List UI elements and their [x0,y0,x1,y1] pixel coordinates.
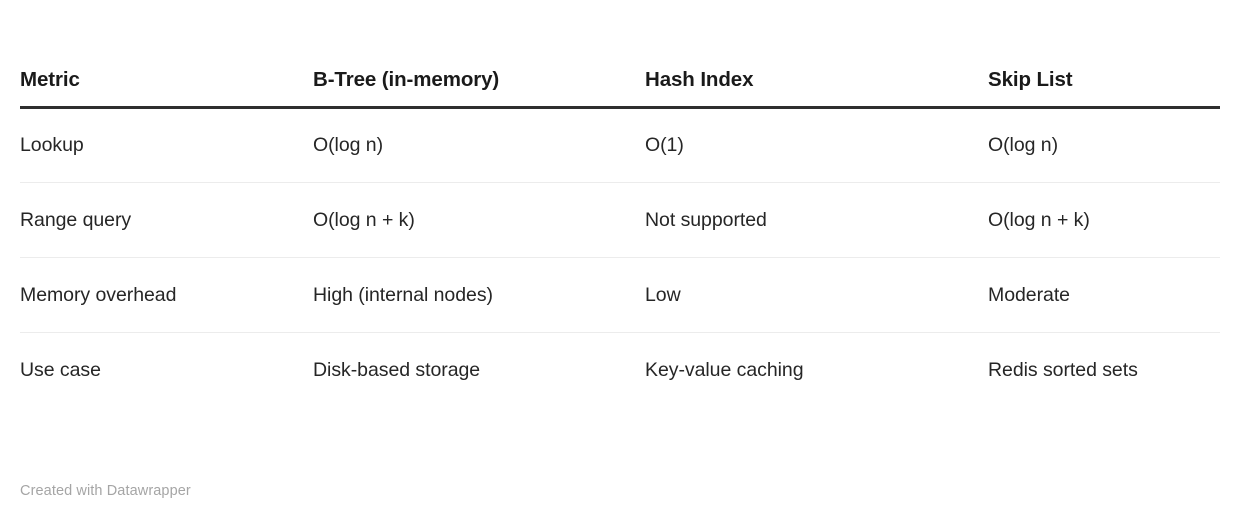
cell-skip-list: O(log n + k) [988,182,1220,258]
cell-btree: Disk-based storage [313,358,481,381]
cell-hash-index: Low [645,257,988,333]
cell-metric: Use case [20,358,101,381]
cell-metric: Lookup [20,107,313,183]
table-body: Lookup O(log n) O(1) O(log n) Range quer… [20,107,1220,407]
cell-hash-index: Key-value caching [645,358,804,381]
comparison-table-container: Metric B-Tree (in-memory) Hash Index Ski… [20,0,1220,407]
table-row: Lookup O(log n) O(1) O(log n) [20,107,1220,183]
cell-skip-list: Moderate [988,257,1220,333]
table-row: Use case Disk-based storage Key-value ca… [20,332,1220,407]
cell-btree: High (internal nodes) [313,257,645,333]
cell-hash-index: O(1) [645,107,988,183]
table-header-row: Metric B-Tree (in-memory) Hash Index Ski… [20,0,1220,109]
cell-hash-index: Not supported [645,182,988,258]
comparison-table: Metric B-Tree (in-memory) Hash Index Ski… [20,0,1220,407]
cell-skip-list: O(log n) [988,107,1220,183]
cell-metric: Range query [20,182,313,258]
column-header-btree: B-Tree (in-memory) [313,0,645,109]
column-header-metric: Metric [20,0,313,109]
datawrapper-credit: Created with Datawrapper [20,483,191,499]
table-row: Memory overhead High (internal nodes) Lo… [20,257,1220,333]
cell-btree: O(log n) [313,107,645,183]
table-row: Range query O(log n + k) Not supported O… [20,182,1220,258]
cell-skip-list: Redis sorted sets [988,358,1138,381]
cell-metric: Memory overhead [20,257,313,333]
table-header: Metric B-Tree (in-memory) Hash Index Ski… [20,0,1220,109]
column-header-skip-list: Skip List [988,0,1220,109]
column-header-hash-index: Hash Index [645,0,988,109]
cell-btree: O(log n + k) [313,182,645,258]
